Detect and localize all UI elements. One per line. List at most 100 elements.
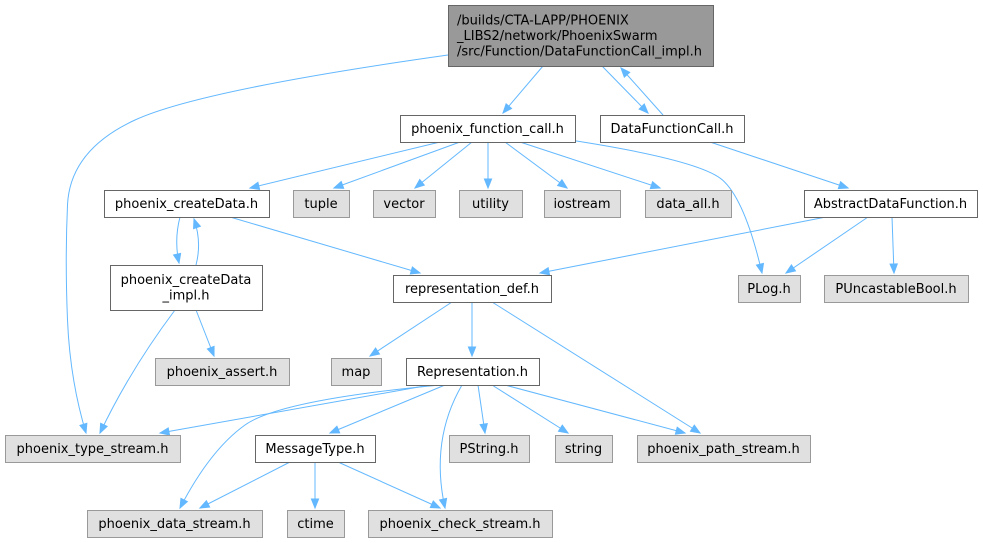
edge-arrowhead [158,427,171,436]
edge-phoenix_function_call-to-vector [413,141,473,189]
edge-arrowhead [557,424,570,434]
edge-line [439,384,463,509]
node-box [459,190,523,218]
edge-line [785,216,869,274]
node-utility[interactable]: utility [459,190,523,218]
edge-line [491,384,569,434]
node-phoenix_type_stream[interactable]: phoenix_type_stream.h [5,435,181,463]
edge-phoenix_function_call-to-data_all [519,141,662,190]
node-label: phoenix_function_call.h [411,122,564,137]
node-DataFunctionCall[interactable]: DataFunctionCall.h [600,115,745,143]
edge-line [539,216,827,274]
node-PString[interactable]: PString.h [449,435,530,463]
node-label: PLog.h [747,282,790,297]
node-label: Representation.h [417,365,528,380]
node-box [393,275,552,303]
edge-arrowhead [429,500,442,509]
edge-arrowhead [328,425,341,434]
node-phoenix_assert[interactable]: phoenix_assert.h [155,358,290,386]
edge-line [333,141,461,189]
edge-arrowhead [556,178,569,189]
edge-DataFunctionCall-to-root [620,66,664,116]
edge-phoenix_createData_impl-to-phoenix_assert [195,309,215,358]
node-box [87,510,263,538]
node-AbstractDataFunction[interactable]: AbstractDataFunction.h [804,190,978,218]
node-iostream[interactable]: iostream [544,190,621,218]
node-label: DataFunctionCall.h [611,122,734,137]
node-string[interactable]: string [555,435,613,463]
edge-Representation-to-phoenix_check_stream [438,384,463,510]
node-map[interactable]: map [331,358,382,386]
edge-phoenix_function_call-to-PLog [569,139,765,275]
node-box [400,115,576,143]
edge-arrowhead [479,422,488,435]
edge-arrowhead [198,499,211,509]
node-vector[interactable]: vector [373,190,436,218]
node-tuple[interactable]: tuple [293,190,350,218]
edge-line [519,141,661,189]
edge-line [369,301,453,357]
edge-arrowhead [467,346,477,358]
node-phoenix_check_stream[interactable]: phoenix_check_stream.h [368,510,553,538]
node-box [104,190,270,218]
node-representation_def[interactable]: representation_def.h [393,275,552,303]
edge-phoenix_function_call-to-iostream [504,141,569,189]
nodes-layer: /builds/CTA-LAPP/PHOENIX_LIBS2/network/P… [5,5,978,538]
node-phoenix_path_stream[interactable]: phoenix_path_stream.h [637,435,811,463]
edge-arrowhead [483,178,493,190]
edge-representation_def-to-Representation [467,302,477,358]
node-Representation[interactable]: Representation.h [406,358,540,386]
node-PUncastableBool[interactable]: PUncastableBool.h [824,275,969,303]
edge-arrowhead [79,422,88,435]
edge-arrowhead [755,262,765,275]
node-box [544,190,621,218]
node-label: PUncastableBool.h [835,282,956,297]
node-box [555,435,613,463]
node-phoenix_createData[interactable]: phoenix_createData.h [104,190,270,218]
node-label: phoenix_assert.h [167,365,278,380]
node-box [255,435,376,463]
node-phoenix_data_stream[interactable]: phoenix_data_stream.h [87,510,263,538]
node-data_all[interactable]: data_all.h [645,190,732,218]
edge-arrowhead [99,422,109,435]
node-label: /src/Function/DataFunctionCall_impl.h [457,44,702,59]
edge-line [65,54,449,434]
node-box [406,358,540,386]
edge-line [99,309,176,434]
node-PLog[interactable]: PLog.h [738,275,801,303]
node-label: tuple [304,197,337,212]
edge-arrowhead [784,264,797,274]
edge-Representation-to-phoenix_data_stream [179,384,441,510]
node-phoenix_createData_impl[interactable]: phoenix_createData_impl.h [110,265,263,311]
edge-arrowhead [413,178,426,189]
node-MessageType[interactable]: MessageType.h [255,435,376,463]
edge-AbstractDataFunction-to-PUncastableBool [889,216,898,275]
edge-line [620,67,664,116]
edge-line [502,65,544,114]
edge-arrowhead [837,180,850,190]
node-label: utility [472,197,509,212]
node-ctime[interactable]: ctime [287,510,345,538]
edge-arrowhead [502,102,513,115]
edge-line [709,141,849,189]
node-label: phoenix_createData [121,273,252,288]
edge-line [159,384,431,434]
edge-line [199,461,291,509]
edge-root-to-phoenix_type_stream [65,54,449,435]
edge-root-to-DataFunctionCall [601,65,649,114]
edge-line [179,384,441,509]
edge-representation_def-to-phoenix_path_stream [491,301,702,434]
edge-arrowhead [193,217,202,230]
node-box [804,190,978,218]
node-root[interactable]: /builds/CTA-LAPP/PHOENIX_LIBS2/network/P… [448,5,714,67]
edge-phoenix_function_call-to-tuple [332,141,461,189]
edge-line [504,141,568,189]
edge-MessageType-to-ctime [310,462,320,510]
edge-arrowhead [310,498,320,510]
node-phoenix_function_call[interactable]: phoenix_function_call.h [400,115,576,143]
edge-line [601,65,649,114]
edge-line [329,384,446,434]
edge-line [414,141,473,189]
edge-phoenix_function_call-to-phoenix_createData [248,141,441,190]
